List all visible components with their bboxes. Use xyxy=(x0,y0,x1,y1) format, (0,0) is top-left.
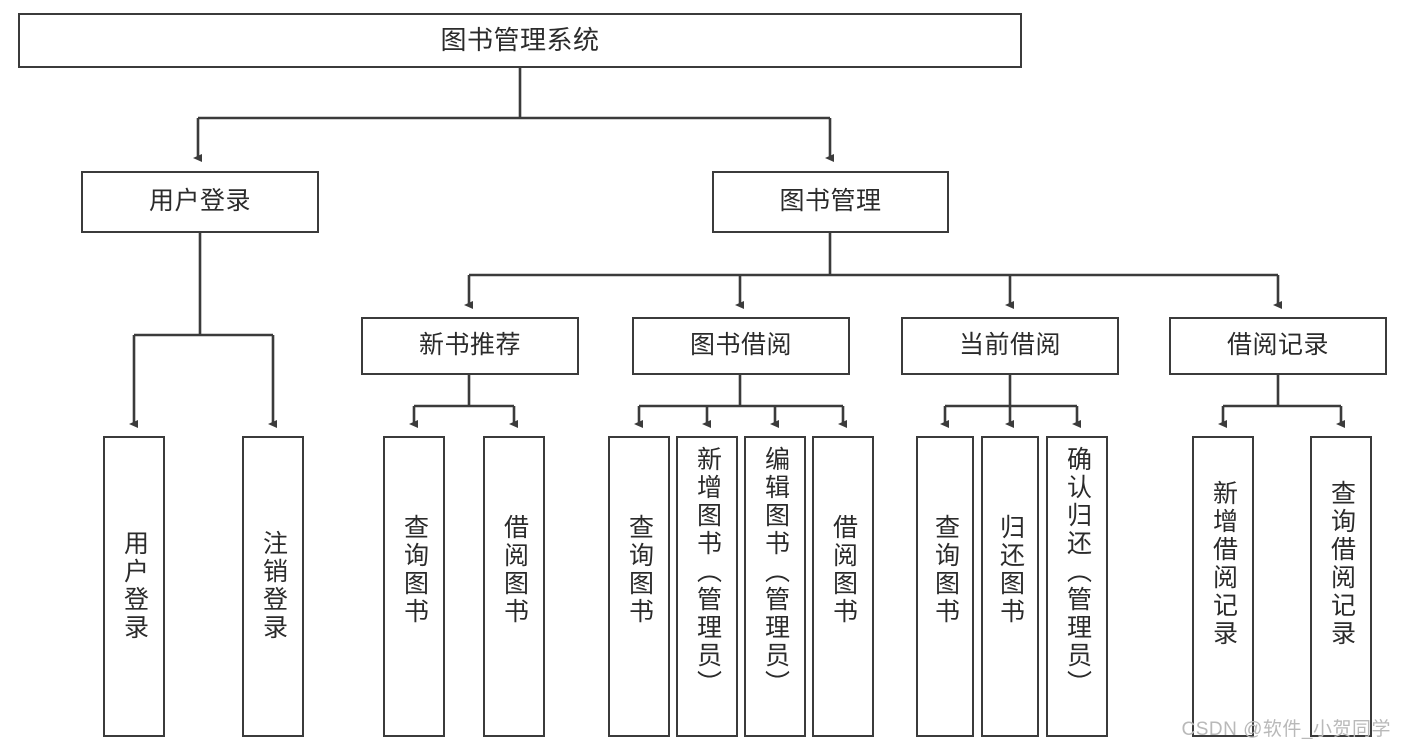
node-new-book-recommend[interactable]: 新书推荐 xyxy=(361,317,579,375)
leaf-add-borrow-record[interactable]: 新增借阅记录 xyxy=(1192,436,1254,737)
node-label: 当前借阅 xyxy=(958,331,1061,360)
node-label: 图书管理系统 xyxy=(440,25,600,56)
leaf-add-book-admin[interactable]: 新增图书（管理员） xyxy=(676,436,738,737)
leaf-logout[interactable]: 注销登录 xyxy=(242,436,304,737)
node-label: 借阅图书 xyxy=(500,514,529,626)
leaf-edit-book-admin[interactable]: 编辑图书（管理员） xyxy=(744,436,806,737)
node-user-login[interactable]: 用户登录 xyxy=(81,171,319,233)
node-label: 归还图书 xyxy=(996,514,1025,626)
node-root-system[interactable]: 图书管理系统 xyxy=(18,13,1022,68)
node-label: 注销登录 xyxy=(259,530,288,642)
node-label: 查询借阅记录 xyxy=(1327,480,1356,648)
node-label: 图书借阅 xyxy=(689,331,792,360)
node-label: 查询图书 xyxy=(625,514,654,626)
node-label: 查询图书 xyxy=(400,514,429,626)
node-label: 查询图书 xyxy=(931,514,960,626)
node-label: 用户登录 xyxy=(120,530,149,642)
node-label: 新增图书（管理员） xyxy=(693,446,722,698)
leaf-return-book[interactable]: 归还图书 xyxy=(981,436,1039,737)
node-book-management[interactable]: 图书管理 xyxy=(712,171,949,233)
leaf-query-books-borrow[interactable]: 查询图书 xyxy=(608,436,670,737)
leaf-confirm-return-admin[interactable]: 确认归还（管理员） xyxy=(1046,436,1108,737)
node-label: 用户登录 xyxy=(148,187,251,216)
node-label: 借阅图书 xyxy=(829,514,858,626)
node-label: 借阅记录 xyxy=(1226,331,1329,360)
leaf-query-books-recommend[interactable]: 查询图书 xyxy=(383,436,445,737)
node-current-borrow[interactable]: 当前借阅 xyxy=(901,317,1119,375)
leaf-user-login[interactable]: 用户登录 xyxy=(103,436,165,737)
node-label: 新书推荐 xyxy=(418,331,521,360)
leaf-query-books-current[interactable]: 查询图书 xyxy=(916,436,974,737)
leaf-borrow-books-recommend[interactable]: 借阅图书 xyxy=(483,436,545,737)
node-label: 确认归还（管理员） xyxy=(1063,446,1092,698)
node-book-borrow[interactable]: 图书借阅 xyxy=(632,317,850,375)
node-label: 编辑图书（管理员） xyxy=(761,446,790,698)
node-label: 图书管理 xyxy=(779,187,882,216)
watermark-text: CSDN @软件_小贺同学 xyxy=(1181,719,1391,740)
node-borrow-records[interactable]: 借阅记录 xyxy=(1169,317,1387,375)
leaf-query-borrow-record[interactable]: 查询借阅记录 xyxy=(1310,436,1372,737)
leaf-borrow-books-borrow[interactable]: 借阅图书 xyxy=(812,436,874,737)
node-label: 新增借阅记录 xyxy=(1209,480,1238,648)
